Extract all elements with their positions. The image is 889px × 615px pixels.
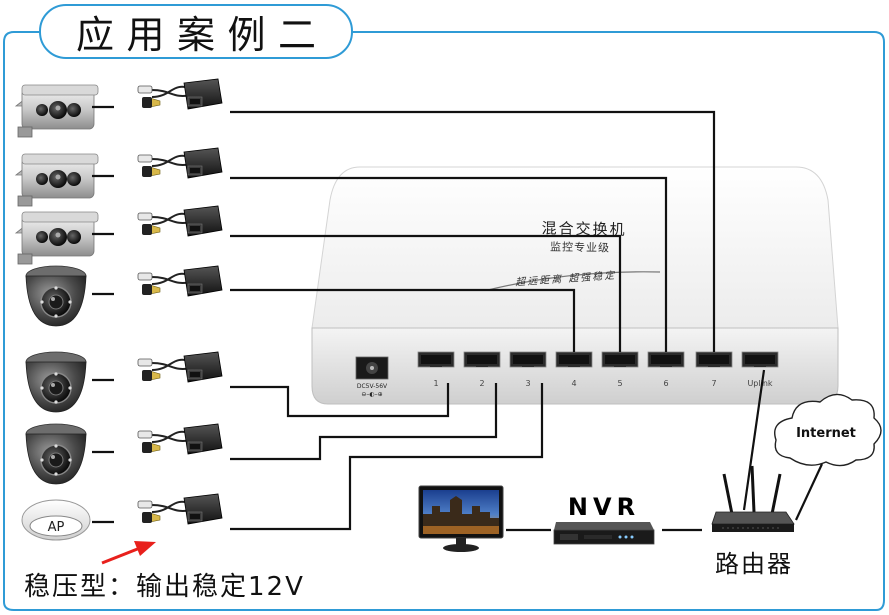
device-row-4 [25, 265, 223, 327]
poe-splitter-icon [137, 351, 223, 383]
switch-port-2: 2 [463, 351, 501, 388]
switch-port-row: 1 2 3 4 5 6 7 Uplink [417, 351, 779, 388]
device-row-6 [25, 423, 223, 485]
poe-splitter-icon [137, 423, 223, 455]
title-capsule [39, 4, 353, 59]
switch-port-5: 5 [601, 351, 639, 388]
switch-port-label: 7 [711, 379, 716, 388]
dome-camera-icon [25, 423, 87, 485]
caption-regulated-output: 稳压型：输出稳定12V [24, 572, 305, 602]
switch-port-label: 6 [663, 379, 668, 388]
internet-label: Internet [796, 426, 856, 441]
poe-cable-port-4 [230, 288, 576, 352]
dc-polarity-label: ⊖–◐–⊕ [361, 391, 382, 398]
poe-splitter-icon [137, 265, 223, 297]
poe-cable-port-1 [230, 383, 450, 418]
nvr-recorder-icon [553, 522, 655, 545]
switch-port-label: Uplink [747, 379, 772, 388]
ap-label: AP [48, 520, 65, 535]
switch-name: 混合交换机 [541, 219, 626, 238]
switch-swoosh [487, 271, 661, 291]
bullet-camera-icon [15, 84, 99, 138]
device-column: AP [15, 78, 223, 541]
poe-cable-port-7 [230, 110, 716, 352]
switch-port-label: 4 [571, 379, 576, 388]
cable-runs [230, 110, 716, 531]
poe-cable-port-2 [230, 383, 498, 461]
poe-splitter-icon [137, 493, 223, 525]
outer-frame [3, 31, 885, 611]
switch-port-6: 6 [647, 351, 685, 388]
dome-camera-icon [25, 351, 87, 413]
dome-camera-icon [25, 265, 87, 327]
device-row-2 [15, 147, 223, 207]
dc-voltage-label: DC5V-56V [357, 383, 388, 390]
switch-port-label: 1 [433, 379, 438, 388]
device-row-3 [15, 205, 223, 265]
bullet-camera-icon [15, 211, 99, 265]
router-label: 路由器 [715, 550, 793, 578]
switch-port-1: 1 [417, 351, 455, 388]
bullet-camera-icon [15, 153, 99, 207]
poe-splitter-icon [137, 147, 223, 179]
switch-port-uplink: Uplink [741, 351, 779, 388]
switch-port-label: 3 [525, 379, 530, 388]
red-arrow-icon [101, 541, 156, 565]
device-row-7: AP [21, 493, 223, 541]
page-title: 应用案例二 [76, 13, 316, 57]
internet-cloud-icon [774, 393, 882, 467]
poe-cable-port-5 [230, 234, 622, 352]
uplink-router-link [742, 369, 766, 511]
poe-splitter-icon [137, 205, 223, 237]
switch-port-3: 3 [509, 351, 547, 388]
switch-subtitle: 监控专业级 [550, 239, 610, 254]
router-internet-link [795, 463, 823, 521]
device-row-1 [15, 78, 223, 138]
access-point-icon: AP [21, 499, 91, 541]
switch-port-4: 4 [555, 351, 593, 388]
poe-cable-port-6 [230, 176, 668, 352]
switch-port-label: 2 [479, 379, 484, 388]
monitor-icon [418, 485, 504, 552]
device-row-5 [25, 351, 223, 413]
switch-port-label: 5 [617, 379, 622, 388]
nvr-label: NVR [568, 493, 640, 521]
switch-port-7: 7 [695, 351, 733, 388]
poe-cable-port-3 [230, 383, 544, 531]
wireless-router-icon [711, 465, 795, 532]
poe-splitter-icon [137, 78, 223, 110]
